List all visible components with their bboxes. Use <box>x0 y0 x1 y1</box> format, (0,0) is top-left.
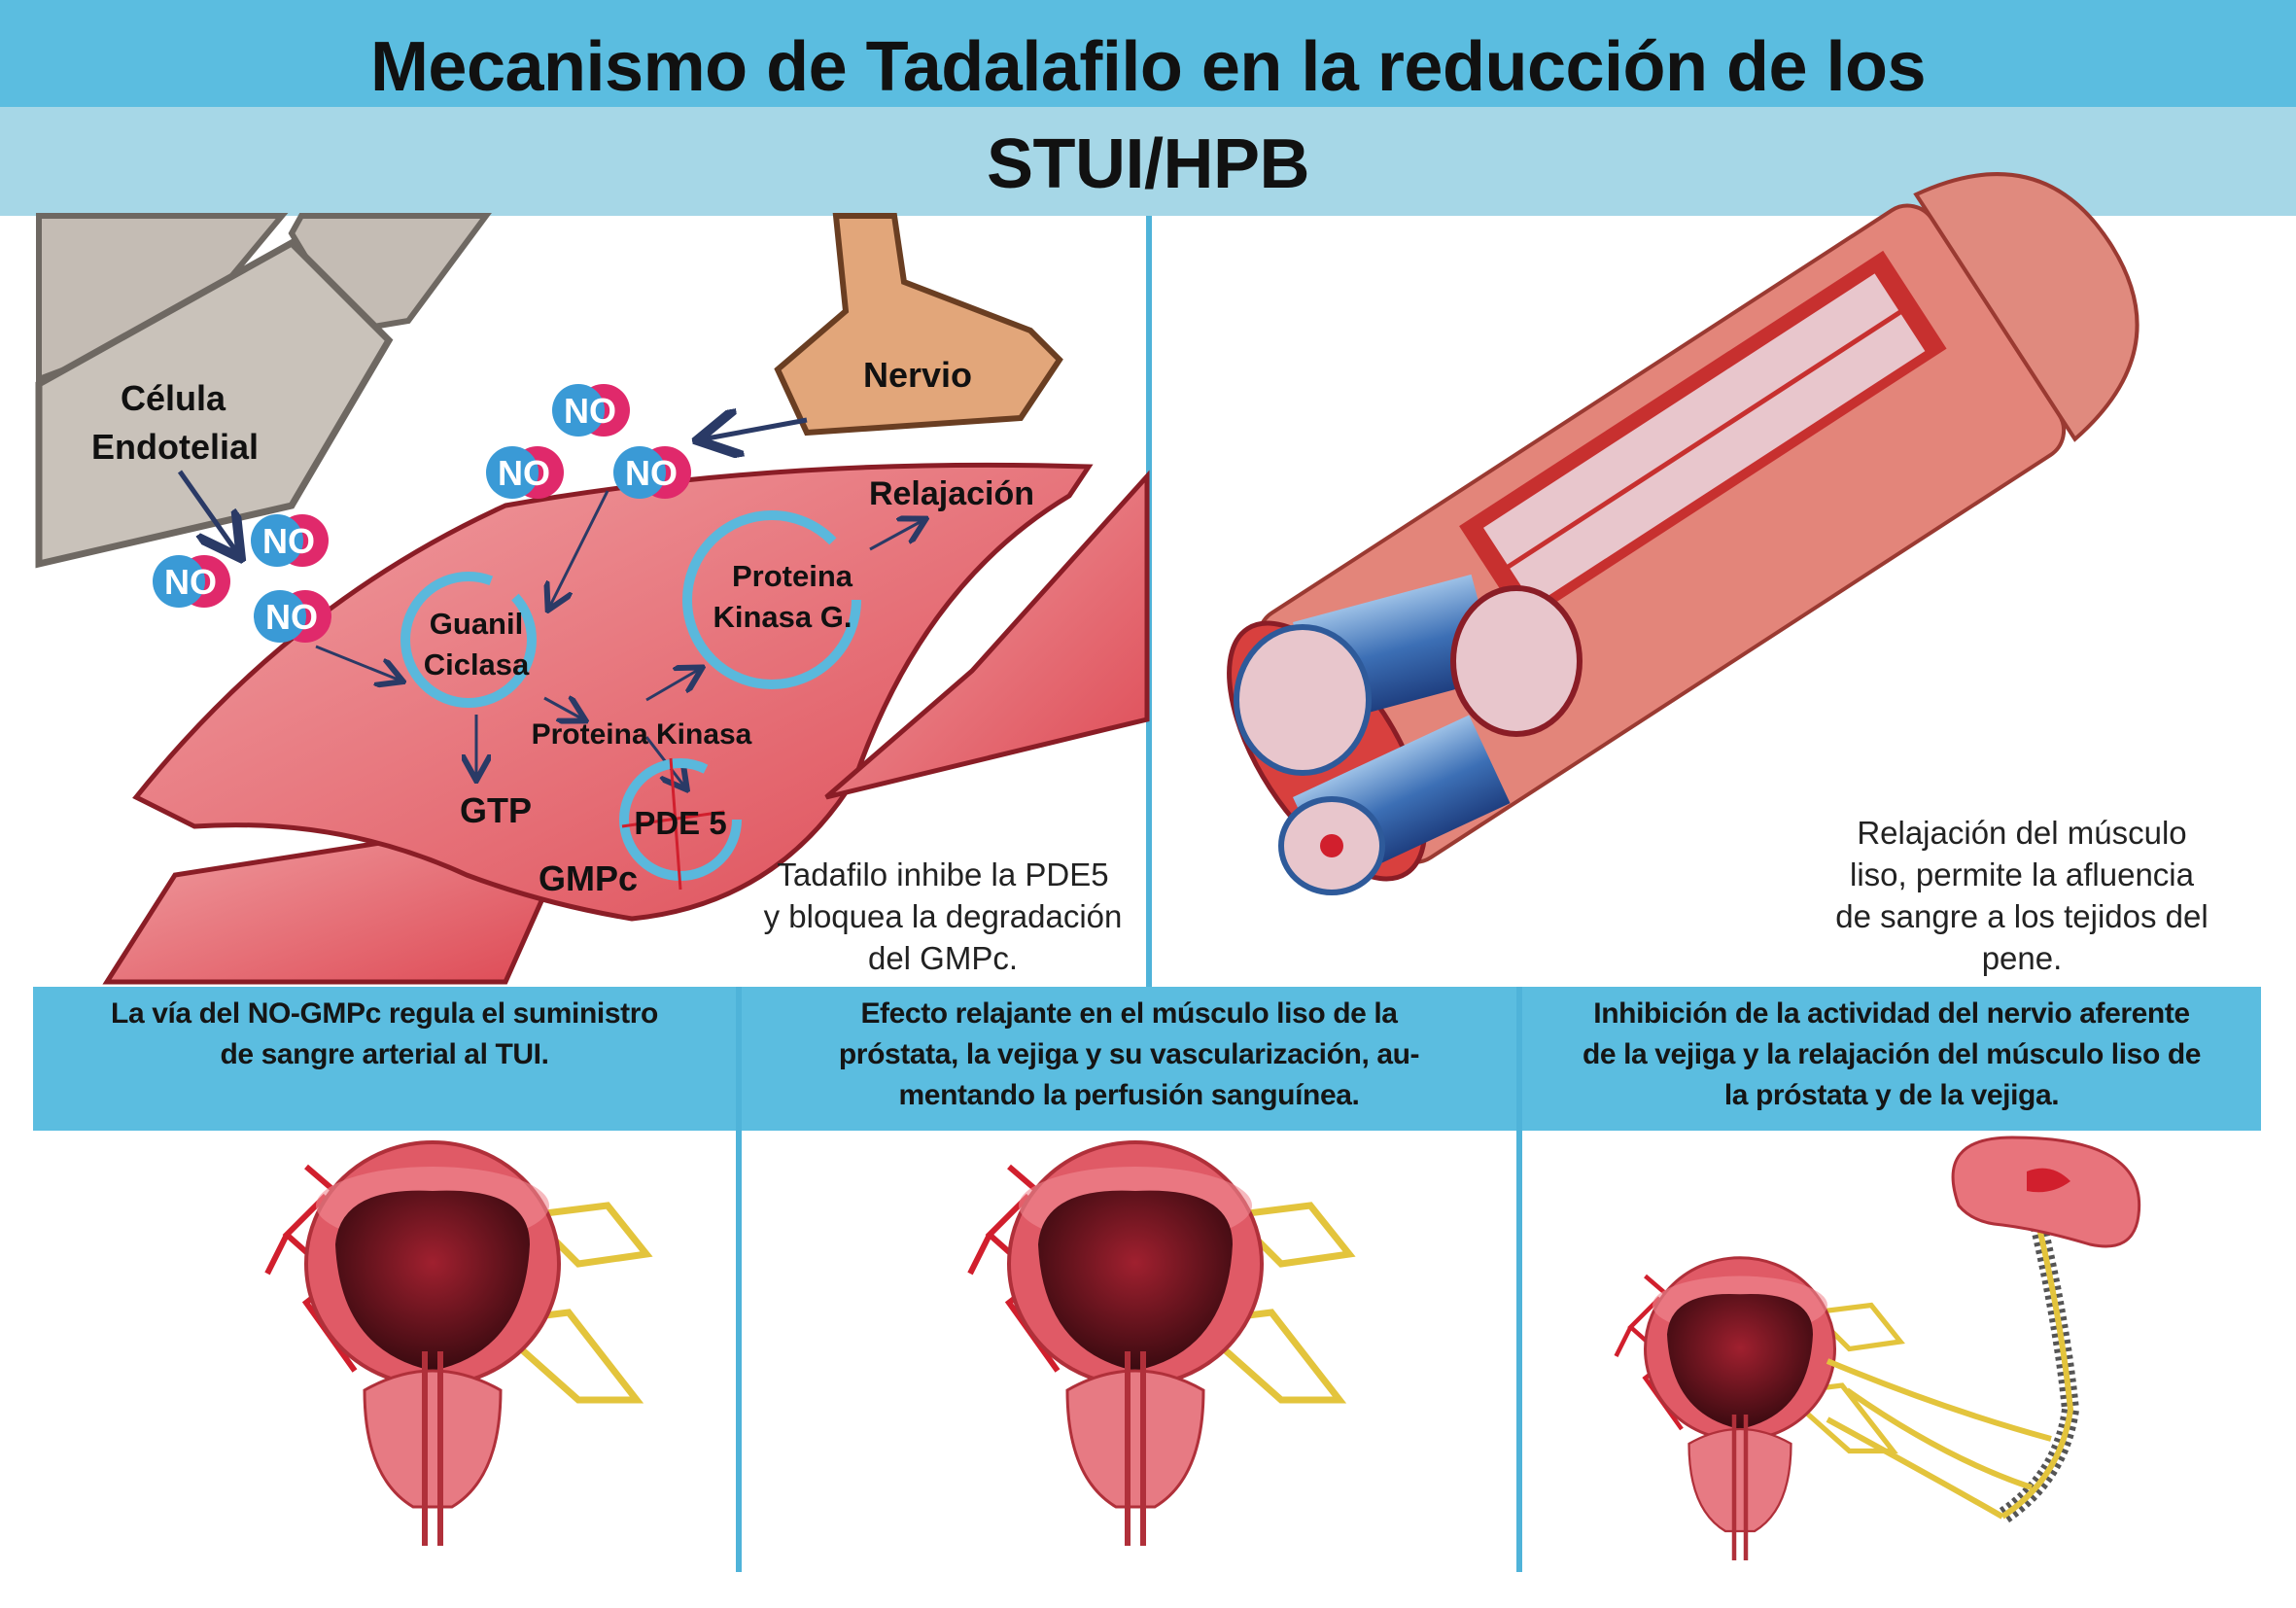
nerve-label: Nervio <box>863 355 972 395</box>
no-molecule: NO <box>254 590 331 643</box>
no-molecule: NO <box>251 514 329 567</box>
endothelial-label-2: Endotelial <box>91 427 259 467</box>
no-label: NO <box>625 453 678 493</box>
pde5-caption: Tadafilo inhibe la PDE5 y bloquea la deg… <box>763 856 1123 976</box>
effect-box-1: La vía del NO-GMPc regula el suministro … <box>111 997 658 1070</box>
corpus-cavernosum-left <box>1234 624 1372 776</box>
corpus-cavernosum-right <box>1450 585 1583 737</box>
page-title-line1: Mecanismo de Tadalafilo en la reducción … <box>369 28 1927 106</box>
no-label: NO <box>498 453 550 493</box>
no-molecule: NO <box>552 384 630 437</box>
enzyme-rings <box>400 510 861 881</box>
bladder-prostate-illustration-1 <box>267 1142 646 1546</box>
gmpc-label: GMPc <box>539 858 638 898</box>
relaxation-label: Relajación <box>869 475 1034 512</box>
no-molecule: NO <box>613 446 691 499</box>
smooth-muscle-cells <box>102 462 1150 985</box>
guanyl-label-2: Ciclasa <box>424 647 530 682</box>
effects-divider-1 <box>736 987 742 1572</box>
effects-band <box>33 987 2261 1131</box>
no-molecule: NO <box>486 446 564 499</box>
title-band-top <box>0 0 2296 107</box>
guanyl-label-1: Guanil <box>430 607 523 641</box>
gtp-label: GTP <box>460 790 532 830</box>
bladder-prostate-illustration-2 <box>970 1142 1349 1546</box>
penis-caption: Relajación del músculo liso, permite la … <box>1835 815 2209 976</box>
title-band-bottom <box>0 107 2296 216</box>
pkg-label-2: Kinasa G. <box>713 600 852 634</box>
bladder-nerve-illustration <box>1617 1136 2141 1560</box>
effect-box-2: Efecto relajante en el músculo liso de l… <box>838 997 1420 1111</box>
effect-box-3: Inhibición de la actividad del nervio af… <box>1582 997 2202 1111</box>
protein-kinase-g-ring <box>682 510 861 689</box>
endothelial-cells <box>35 213 492 569</box>
no-label: NO <box>262 521 315 561</box>
pde5-label: PDE 5 <box>634 805 726 841</box>
no-label: NO <box>564 391 616 431</box>
protein-kinase-label: Proteina Kinasa <box>532 718 752 751</box>
no-label: NO <box>164 562 217 602</box>
guanyl-cyclase-ring <box>400 572 537 708</box>
pkg-label-1: Proteina <box>732 559 853 593</box>
endothelial-label-1: Célula <box>121 378 226 418</box>
no-molecule: NO <box>153 555 230 608</box>
no-label: NO <box>265 597 318 637</box>
pde5-cross-out <box>621 757 725 891</box>
corpora-cylinders <box>1234 574 1583 895</box>
effects-divider-2 <box>1516 987 1522 1572</box>
nerve-terminal <box>774 213 1063 437</box>
brain-icon <box>1951 1136 2141 1248</box>
page-title-line2: STUI/HPB <box>986 125 1310 203</box>
